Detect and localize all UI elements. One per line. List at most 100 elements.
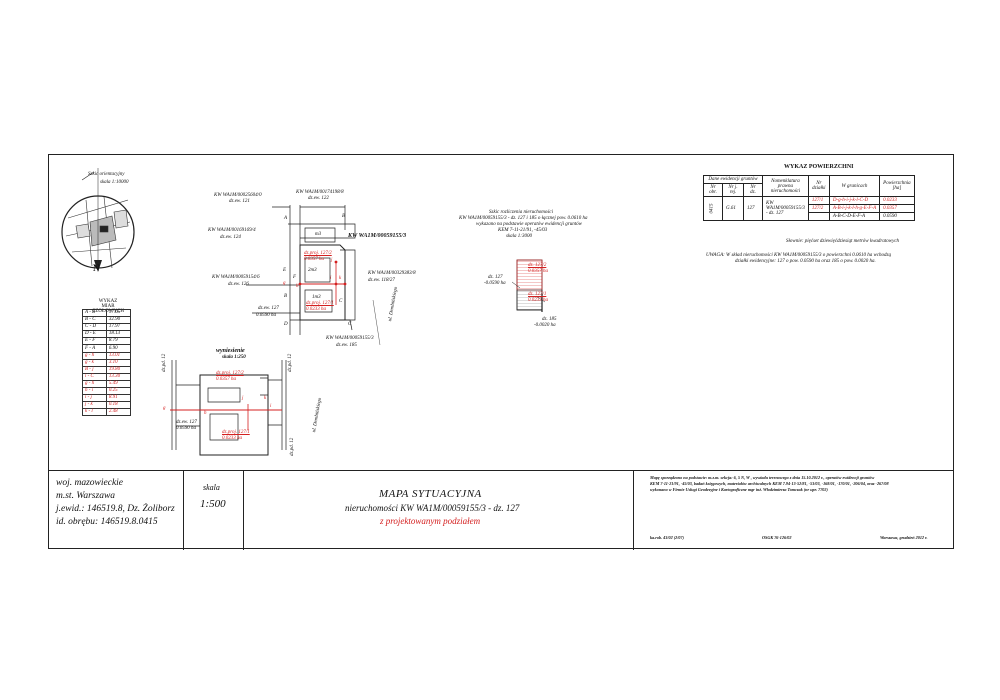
point-letter: j <box>242 396 244 401</box>
miary-segment: E - F <box>82 337 107 346</box>
corner-letter: B <box>342 214 346 219</box>
miary-segment: F - A <box>82 344 107 353</box>
miary-value: 13.30 <box>105 372 132 381</box>
miary-segment: A - B <box>82 308 107 318</box>
miary-segment: h - i <box>82 387 107 396</box>
cell-nomenklatura: KW WA1M/00059155/3 - dz. 127 <box>762 196 809 221</box>
cell-obr: 0415 <box>703 196 723 221</box>
building-label: m3 <box>315 232 322 237</box>
tb-kerg: ka.rob. 43/02 (2/07) <box>650 535 684 540</box>
side-label: dz.pd. 12 <box>290 437 295 456</box>
sketch-title: skala 1:3000 <box>506 234 532 239</box>
sketch-drawing <box>511 259 546 312</box>
cell-pow: 0.0233 <box>879 196 915 205</box>
cell-granice: A-B-i-j-k-l-h-g-E-F-A <box>828 204 881 213</box>
cell-pow: 0.0590 <box>879 212 915 221</box>
sketch-title: Szkic rozliczenia nieruchomości <box>489 210 553 215</box>
dz-label: dz.ew. 185 <box>336 343 357 348</box>
orientation-scale: skala 1:10000 <box>100 180 129 185</box>
col-group: Dane ewidencji gruntów <box>703 175 763 184</box>
corner-letter: C <box>339 299 343 304</box>
parcel-map <box>246 205 381 346</box>
side-label: dz.pd. 12 <box>288 353 293 372</box>
building-label: 1m3 <box>312 295 321 300</box>
corner-letter: D <box>284 322 288 327</box>
col-jrej: Nr j. rej. <box>722 183 744 197</box>
kw-label: KW WA1M/00169169/4 <box>208 228 256 233</box>
point-letter: g <box>163 406 166 411</box>
kw-label: KW WA1M/00059155/3 <box>326 336 374 341</box>
point-letter: h <box>204 411 207 416</box>
miary-segment: g - k <box>82 358 107 367</box>
tb-scale-value: 1:500 <box>200 498 226 510</box>
wykaz-table: Dane ewidencji gruntów Nomenklatura praw… <box>703 175 915 221</box>
cell-granice: A-B-C-D-E-F-A <box>828 212 881 221</box>
plot-label: dz.proj. 127/1 <box>306 301 334 306</box>
table-row: A-B-C-D-E-F-A 0.0590 <box>704 212 915 221</box>
cell-jrej: G.61 <box>722 196 744 221</box>
miary-value: 2.48 <box>105 408 132 417</box>
col-nomenklatura: Nomenklatura prawna nieruchomości <box>762 175 809 197</box>
corner-letter: A <box>284 216 288 221</box>
plot-area: 0.0233 ha <box>306 307 326 312</box>
corner-letter: i <box>330 276 332 281</box>
sketch-title: KEM 7-11-21/91, -45/03 <box>498 228 548 233</box>
kw-label: KW WA1M/00059154/6 <box>212 275 260 280</box>
col-dz: Nr dz. <box>743 183 763 197</box>
wynoszenie-scale: skala 1:250 <box>222 355 246 360</box>
map-title: MAPA SYTUACYJNA <box>379 488 482 500</box>
plot-label: dz.proj. 127/2 <box>216 371 244 376</box>
miary-value: 17.97 <box>105 323 132 332</box>
cell-nr <box>807 212 830 221</box>
map-subtitle: nieruchomości KW WA1M/00059155/3 - dz. 1… <box>345 503 520 513</box>
cell-nr: 127/1 <box>807 196 830 205</box>
cell-dz: 127 <box>743 196 763 221</box>
miary-segment: B - j <box>82 365 107 374</box>
plot-area: 0.0357 ha <box>304 257 324 262</box>
cell-pow: 0.0357 <box>879 204 915 213</box>
title-block <box>48 470 954 550</box>
wykaz-note: Słownie: pięćset dziewięćdziesiąt metrów… <box>786 239 900 244</box>
col-powierzchnia: Powierzchnia [ha] <box>879 175 915 197</box>
plot-area: 0.0590 ha <box>176 426 196 431</box>
miary-segment: i - C <box>82 372 107 381</box>
corner-letter: E <box>283 268 287 273</box>
cell-nr: 127/2 <box>807 204 830 213</box>
wykaz-title: WYKAZ POWIERZCHNI <box>784 164 854 170</box>
tb-note-line: KEM 7-11-21/91, -45/03, badań księgowych… <box>650 481 889 486</box>
map-subtitle-red: z projektowanym podziałem <box>380 516 481 526</box>
kw-label-main: KW WA1M/00059155/3 <box>348 233 407 239</box>
plot-area: 0.0357 ha <box>216 377 236 382</box>
wynoszenie-title: wyniesienie <box>216 348 245 354</box>
miary-value: 13.01 <box>105 351 132 360</box>
uwaga-line: działki ewidencyjne: 127 o pow. 0.0590 h… <box>735 259 876 264</box>
miary-value: 5.49 <box>105 379 132 389</box>
dz-label: dz.ew. 122 <box>308 196 329 201</box>
orientation-title: Szkic orientacyjny <box>88 172 125 177</box>
tb-note-line: wykonano w Firmie Usługi Geodezyjne i Ka… <box>650 487 828 492</box>
tb-date: Warszawa, grudzień 2012 r. <box>880 535 928 540</box>
map-sheet-frame <box>48 154 954 549</box>
tb-jewid: j.ewid.: 146519.8, Dz. Żoliborz <box>56 504 175 514</box>
side-label: dz.pd. 12 <box>162 353 167 372</box>
miary-value: 0.25 <box>105 387 132 396</box>
miary-value: 8.91 <box>105 394 132 403</box>
tb-osgk: OSGK 76-126/02 <box>762 535 792 540</box>
building-label: 2m3 <box>308 268 317 273</box>
sketch-label: dz. 185 <box>542 317 557 322</box>
corner-letter: h <box>296 284 299 289</box>
miary-value: 32.90 <box>105 316 132 325</box>
dz-label: dz.ew. 121 <box>229 199 250 204</box>
miary-value: 3.10 <box>105 358 132 367</box>
dz-label: dz.ew. 124 <box>220 235 241 240</box>
col-dzialki: Nr działki <box>807 175 830 197</box>
